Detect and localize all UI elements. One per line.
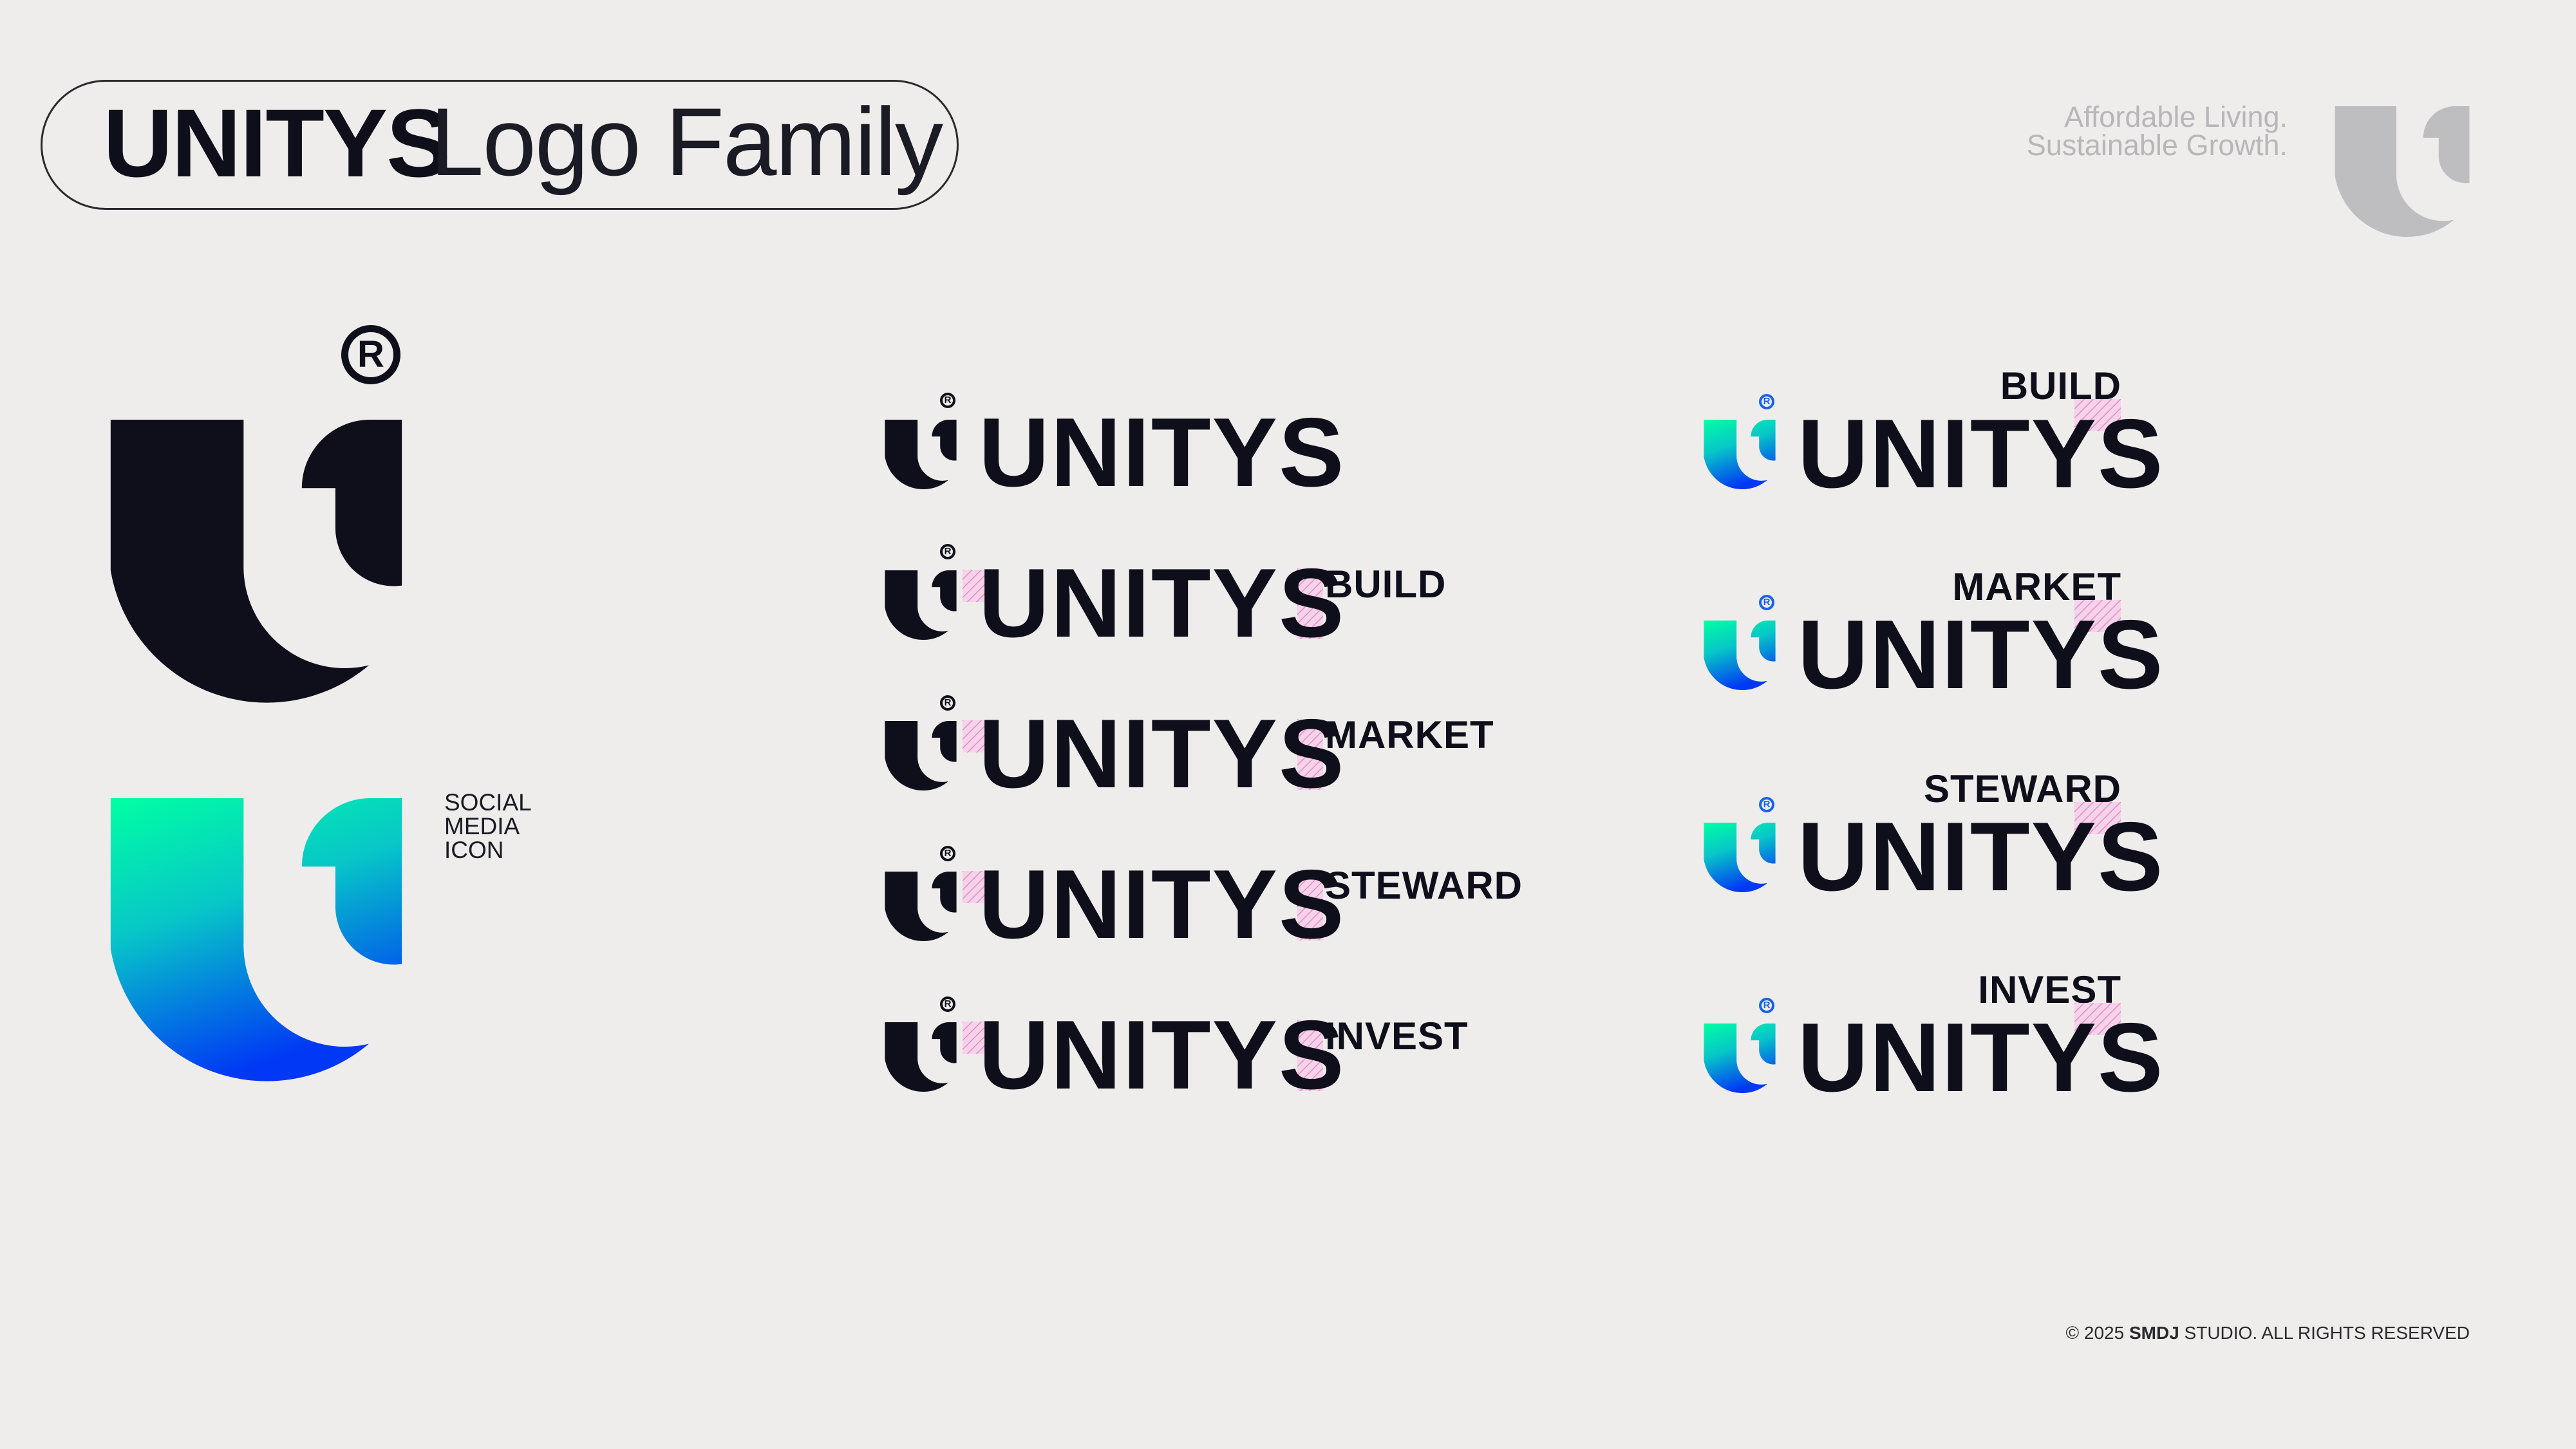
wordmark: UNITYS xyxy=(979,1000,1346,1110)
copyright-footer: © 2025 SMDJ STUDIO. ALL RIGHTS RESERVED xyxy=(2065,1323,2470,1343)
pink-accent-icon xyxy=(1297,870,1323,940)
registered-mark-icon: R xyxy=(940,695,955,711)
registered-mark-icon: R xyxy=(940,846,955,861)
registered-mark-icon: R xyxy=(1759,797,1774,812)
wordmark: UNITYS xyxy=(979,850,1346,959)
unitys-large-mark-icon xyxy=(110,420,402,703)
registered-mark-icon: R xyxy=(1759,394,1774,409)
variant-label-market: MARKET xyxy=(1952,565,2121,608)
unitys-social-mark-icon xyxy=(110,798,402,1081)
registered-mark-icon: R xyxy=(341,325,400,384)
logo-mark-gradient-icon xyxy=(1704,420,1776,490)
variant-label-invest: INVEST xyxy=(1978,968,2121,1011)
registered-mark-icon: R xyxy=(940,544,955,559)
variant-label-market: MARKET xyxy=(1325,713,1494,756)
wordmark: UNITYS xyxy=(1798,600,2165,709)
pink-accent-icon xyxy=(963,720,988,753)
logo-mark-icon xyxy=(885,1022,957,1092)
logo-mark-gradient-icon xyxy=(1704,823,1776,893)
logo-mark-icon xyxy=(885,420,957,490)
wordmark: UNITYS xyxy=(1798,1003,2165,1112)
registered-mark-icon: R xyxy=(1759,998,1774,1013)
pink-accent-icon xyxy=(2074,399,2121,431)
page-title-subtitle: Logo Family xyxy=(430,88,943,196)
logo-mark-icon xyxy=(885,570,957,640)
unitys-watermark-icon xyxy=(2335,106,2470,238)
logo-mark-gradient-icon xyxy=(1704,621,1776,691)
wordmark: UNITYS xyxy=(1798,802,2165,911)
page-title-brand: UNITYS xyxy=(103,89,451,197)
logo-mark-gradient-icon xyxy=(1704,1024,1776,1094)
tagline-line-2: Sustainable Growth. xyxy=(2026,129,2288,162)
logo-mark-icon xyxy=(885,721,957,791)
wordmark: UNITYS xyxy=(979,548,1346,658)
pink-accent-icon xyxy=(963,570,988,602)
variant-label-steward: STEWARD xyxy=(1325,864,1523,907)
wordmark: UNITYS xyxy=(1798,399,2165,509)
pink-accent-icon xyxy=(1297,719,1323,790)
variant-label-build: BUILD xyxy=(1325,563,1447,606)
pink-accent-icon xyxy=(2074,802,2121,834)
pink-accent-icon xyxy=(963,871,988,903)
registered-mark-icon: R xyxy=(1759,595,1774,610)
variant-label-invest: INVEST xyxy=(1325,1014,1469,1058)
variant-label-build: BUILD xyxy=(2000,364,2121,407)
title-pill xyxy=(41,80,959,210)
pink-accent-icon xyxy=(2074,600,2121,632)
pink-accent-icon xyxy=(1297,1020,1323,1091)
wordmark: UNITYS xyxy=(979,699,1346,809)
registered-mark-icon: R xyxy=(940,996,955,1012)
tagline: Affordable Living. Sustainable Growth. xyxy=(2026,100,2288,162)
pink-accent-icon xyxy=(1297,568,1323,639)
social-media-icon-label: SOCIAL MEDIA ICON xyxy=(444,789,532,863)
registered-mark-icon: R xyxy=(940,393,955,408)
variant-label-steward: STEWARD xyxy=(1924,767,2121,810)
pink-accent-icon xyxy=(2074,1003,2121,1035)
logo-mark-icon xyxy=(885,872,957,942)
tagline-line-1: Affordable Living. xyxy=(2064,100,2288,133)
pink-accent-icon xyxy=(963,1022,988,1054)
wordmark: UNITYS xyxy=(979,398,1346,507)
